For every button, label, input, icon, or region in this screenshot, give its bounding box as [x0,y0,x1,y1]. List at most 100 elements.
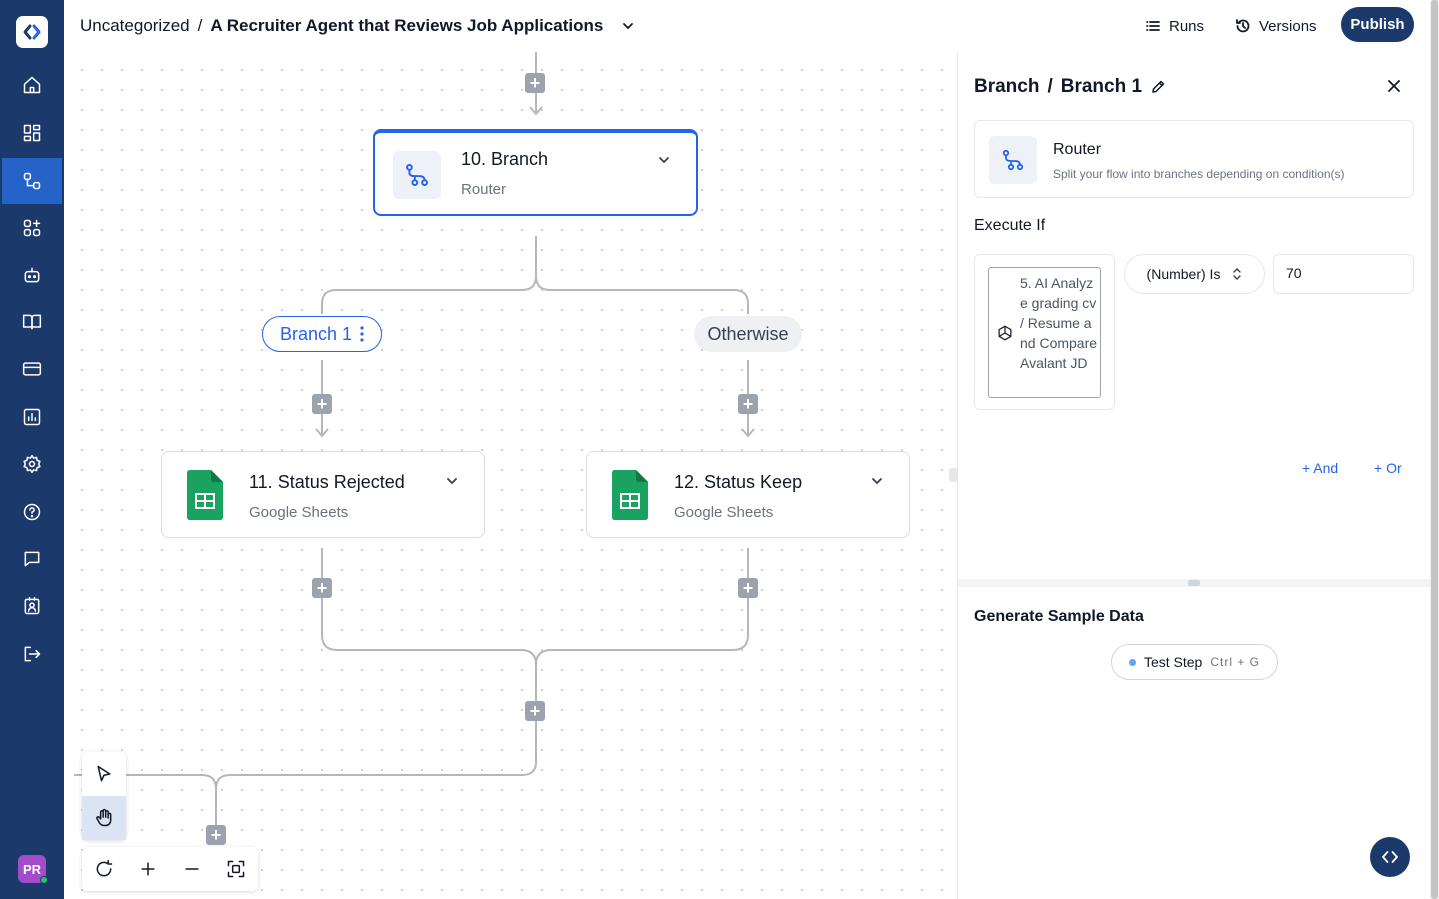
online-status-dot [40,876,48,884]
sidebar-item-chat[interactable] [2,536,62,582]
add-step-button[interactable]: + [312,578,332,598]
panel-resize-handle[interactable] [949,468,959,482]
settings-icon [23,454,41,474]
sidebar-item-help[interactable] [2,489,62,535]
sidebar-item-logout[interactable] [2,631,62,677]
add-step-button[interactable]: + [206,825,226,845]
step-title: 12. Status Keep [674,472,803,492]
avatar-initials: PR [22,861,42,877]
operator-select[interactable]: (Number) Is [1124,254,1265,294]
history-icon [1236,19,1250,33]
minus-icon [185,868,199,870]
kebab-menu-icon[interactable] [360,326,364,342]
reset-view-button[interactable] [82,847,126,891]
app-logo-icon[interactable] [16,16,48,48]
step-title: 10. Branch [461,149,549,169]
pan-mode-button[interactable] [82,796,126,840]
sidebar-item-team[interactable] [2,583,62,629]
dashboard-icon [23,124,41,142]
generate-sample-data-title: Generate Sample Data [974,608,1144,625]
zoom-toolbar [82,847,258,891]
sidebar-item-dashboard[interactable] [2,110,62,156]
apps-icon [23,219,41,237]
add-and-condition-button[interactable]: + And [1302,460,1339,476]
home-icon [23,76,41,94]
close-icon[interactable] [1386,78,1402,94]
select-mode-button[interactable] [82,752,126,796]
test-step-button[interactable]: Test Step Ctrl + G [1111,644,1278,680]
otherwise-pill[interactable]: Otherwise [694,316,802,352]
agents-icon [24,267,40,283]
step-card-status-rejected[interactable]: 11. Status Rejected Google Sheets [161,451,485,538]
add-or-condition-button[interactable]: + Or [1374,460,1402,476]
versions-button[interactable]: Versions [1235,10,1317,42]
flow-canvas[interactable]: + 10. Branch Router Branch 1 Otherwise +… [64,52,950,899]
panel-title-name: Branch 1 [1060,76,1143,97]
step-card-status-keep[interactable]: 12. Status Keep Google Sheets [586,451,910,538]
test-step-label: Test Step [1143,654,1203,670]
step-subtitle: Google Sheets [249,504,349,521]
router-icon [989,136,1037,184]
zoom-in-button[interactable] [126,847,170,891]
canvas-mode-toolbar [82,752,126,840]
google-sheets-icon [612,470,648,520]
pencil-icon[interactable] [1150,79,1166,95]
step-settings-panel: Branch / Branch 1 Router Split your flow… [957,52,1431,899]
page-scrollbar[interactable] [1431,0,1438,899]
hand-icon [96,808,112,827]
sidebar-item-home[interactable] [2,62,62,108]
breadcrumb: Uncategorized / A Recruiter Agent that R… [80,16,635,36]
add-step-button[interactable]: + [525,701,545,721]
publish-button[interactable]: Publish [1341,7,1414,42]
list-icon [1146,21,1160,31]
drag-grip-icon [1188,580,1200,586]
add-step-button[interactable]: + [738,394,758,414]
chevron-down-icon[interactable] [870,474,884,488]
openai-icon [998,325,1012,341]
condition-value-text: 5. AI Analyze grading cv / Resume and Co… [1020,275,1098,371]
step-title: 11. Status Rejected [249,472,405,492]
sidebar-item-flows[interactable] [2,158,62,204]
fit-view-button[interactable] [214,847,258,891]
status-dot [1128,658,1136,666]
condition-second-value-input[interactable]: 70 [1273,254,1414,294]
flow-name[interactable]: A Recruiter Agent that Reviews Job Appli… [210,16,604,35]
chevron-down-icon[interactable] [621,19,635,33]
sidebar-item-billing[interactable] [2,346,62,392]
router-title: Router [1053,141,1102,158]
operator-label: (Number) Is [1146,266,1221,282]
panel-divider[interactable] [958,579,1431,587]
sidebar-item-reports[interactable] [2,394,62,440]
branch-pill[interactable]: Branch 1 [262,316,382,352]
step-card-branch[interactable]: 10. Branch Router [373,129,698,216]
add-step-button[interactable]: + [525,73,545,93]
otherwise-pill-label: Otherwise [707,323,789,344]
chat-icon [24,551,40,567]
header: Uncategorized / A Recruiter Agent that R… [64,0,1439,52]
reports-icon [23,408,41,426]
sidebar-item-settings[interactable] [2,441,62,487]
team-icon [24,596,40,615]
mention-chip[interactable]: 5. AI Analyze grading cv / Resume and Co… [988,267,1101,398]
step-subtitle: Router [461,181,507,198]
runs-label: Runs [1169,17,1205,35]
sidebar-item-apps[interactable] [2,205,62,251]
router-icon [393,151,441,199]
publish-label: Publish [1350,16,1405,33]
code-view-button[interactable] [1370,837,1410,877]
breadcrumb-folder[interactable]: Uncategorized [80,16,190,35]
runs-button[interactable]: Runs [1145,10,1204,42]
add-step-button[interactable]: + [738,578,758,598]
compare-value: 70 [1286,265,1302,281]
refresh-icon [96,859,113,877]
zoom-out-button[interactable] [170,847,214,891]
chevron-down-icon[interactable] [445,474,459,488]
chevron-up-down-icon [1233,268,1242,280]
flows-icon [23,172,41,190]
sidebar-item-agents[interactable] [2,252,62,298]
sidebar-item-docs[interactable] [2,299,62,345]
add-step-button[interactable]: + [312,394,332,414]
versions-label: Versions [1259,17,1317,35]
condition-first-value[interactable]: 5. AI Analyze grading cv / Resume and Co… [974,254,1115,410]
chevron-down-icon[interactable] [657,153,671,167]
